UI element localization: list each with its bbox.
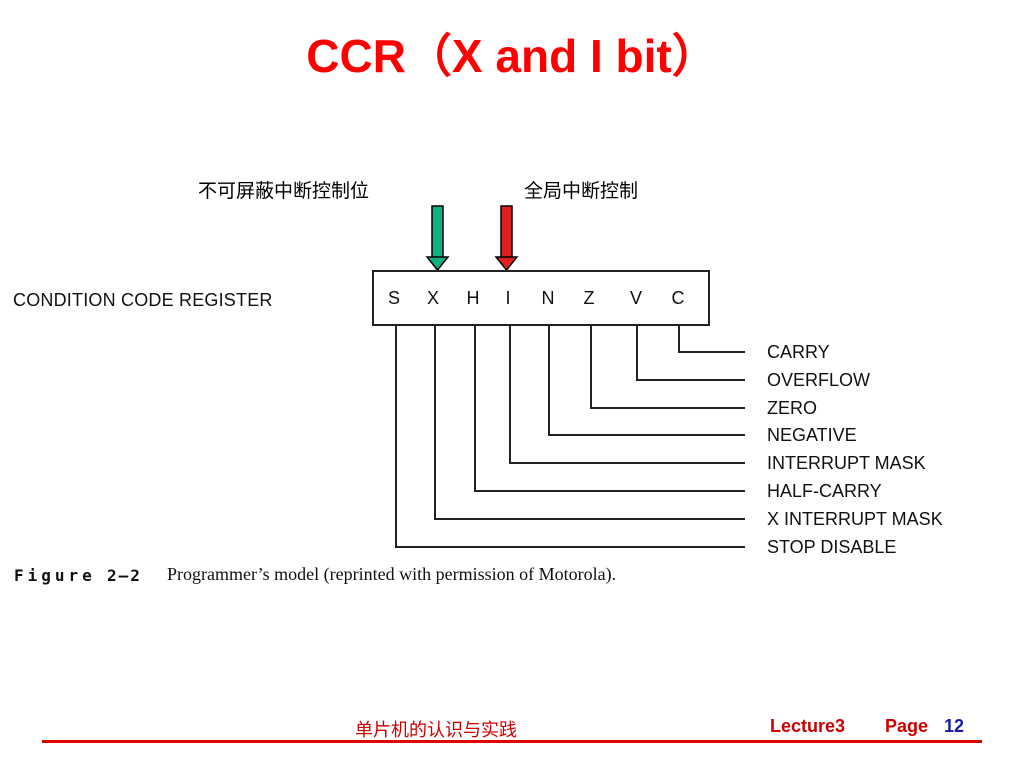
leader-line-h bbox=[474, 326, 745, 492]
leader-line-s bbox=[395, 326, 745, 548]
figure-label: Figure bbox=[14, 566, 96, 585]
desc-interrupt-mask: INTERRUPT MASK bbox=[767, 453, 926, 473]
bit-n: N bbox=[541, 288, 555, 308]
x-bit-annotation: 不可屏蔽中断控制位 bbox=[198, 180, 370, 202]
figure-caption: Programmer’s model (reprinted with permi… bbox=[167, 564, 617, 584]
bit-x: X bbox=[426, 288, 439, 308]
bit-v: V bbox=[629, 288, 642, 308]
desc-x-interrupt-mask: X INTERRUPT MASK bbox=[767, 509, 943, 529]
leader-line-n bbox=[548, 326, 745, 436]
desc-overflow: OVERFLOW bbox=[767, 370, 871, 390]
leader-line-c bbox=[678, 326, 745, 353]
bit-i: I bbox=[505, 288, 511, 308]
bit-leader-lines bbox=[395, 326, 745, 548]
slide-title: CCR（X and I bit） bbox=[306, 30, 718, 82]
desc-stop-disable: STOP DISABLE bbox=[767, 537, 897, 557]
x-bit-arrow bbox=[425, 205, 450, 272]
register-box bbox=[372, 270, 710, 326]
i-bit-annotation: 全局中断控制 bbox=[524, 180, 639, 202]
i-bit-arrow bbox=[494, 205, 519, 272]
leader-line-z bbox=[590, 326, 745, 409]
leader-line-v bbox=[636, 326, 745, 381]
figure-number: 2–2 bbox=[107, 566, 142, 585]
desc-negative: NEGATIVE bbox=[767, 425, 857, 445]
footer-course-title: 单片机的认识与实践 bbox=[355, 720, 517, 741]
footer-page-number: 12 bbox=[944, 716, 965, 736]
leader-line-i bbox=[509, 326, 745, 464]
bit-z: Z bbox=[583, 288, 595, 308]
desc-carry: CARRY bbox=[767, 342, 830, 362]
desc-zero: ZERO bbox=[767, 398, 818, 418]
footer-lecture: Lecture3 bbox=[770, 716, 846, 736]
bit-h: H bbox=[466, 288, 480, 308]
desc-half-carry: HALF-CARRY bbox=[767, 481, 882, 501]
bit-s: S bbox=[387, 288, 400, 308]
bit-c: C bbox=[671, 288, 685, 308]
footer-page-label: Page bbox=[885, 716, 929, 736]
leader-line-x bbox=[434, 326, 745, 520]
register-caption: CONDITION CODE REGISTER bbox=[13, 290, 273, 310]
footer-divider bbox=[42, 740, 982, 743]
